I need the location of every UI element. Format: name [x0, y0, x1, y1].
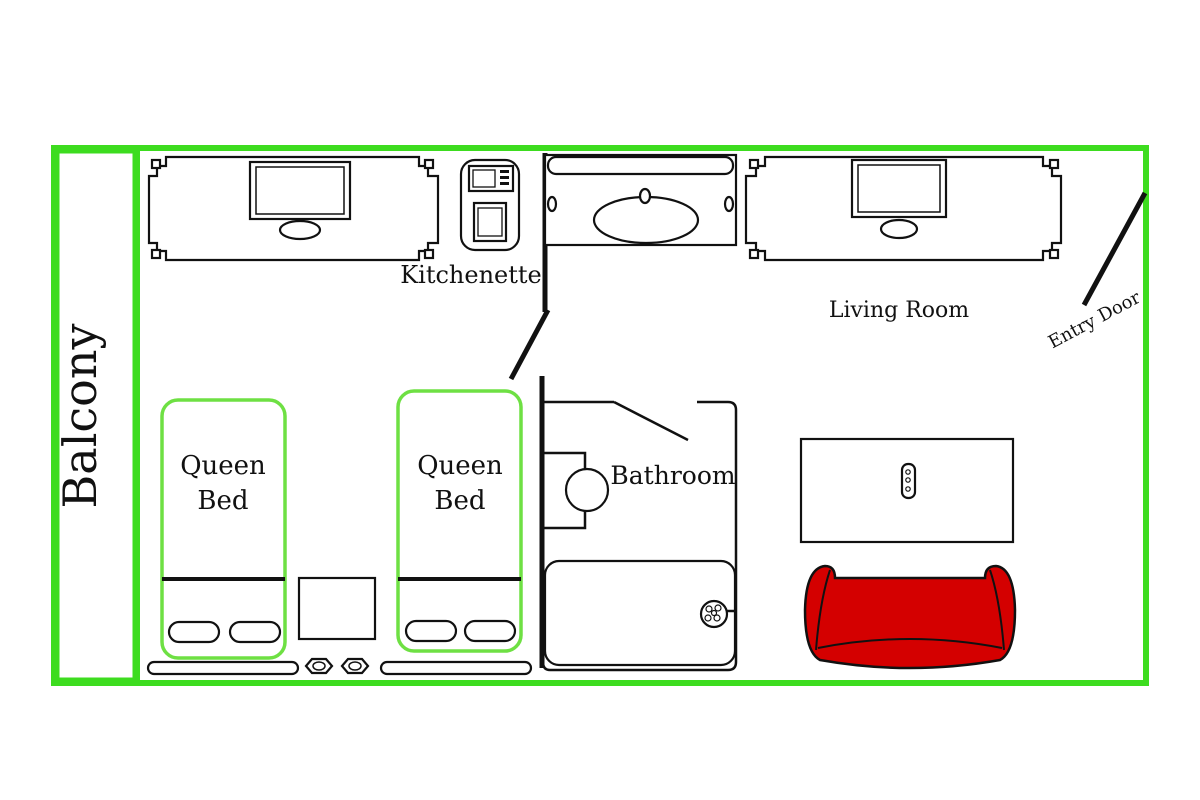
tv-icon [850, 158, 948, 240]
kitchenette-label: Kitchenette [400, 261, 542, 289]
lamp-icon [304, 657, 334, 675]
bathroom-room [541, 400, 738, 672]
queen-bed-2 [396, 389, 523, 653]
nightstand [297, 576, 377, 641]
shelf-right [379, 660, 533, 676]
bathtub-icon [543, 559, 737, 667]
queen-bed-1-label-line2: Bed [197, 486, 248, 516]
lamp-icon [340, 657, 370, 675]
sink-icon [543, 153, 738, 247]
outer-wall [51, 145, 1149, 686]
living-room-label: Living Room [829, 298, 969, 323]
queen-bed-2-label-line2: Bed [434, 486, 485, 516]
microwave-icon [459, 158, 521, 252]
sofa-icon [803, 564, 1017, 670]
shelf-left [146, 660, 300, 676]
queen-bed-2-label-line1: Queen [417, 451, 503, 481]
bathroom-door-swing [508, 308, 551, 381]
balcony-area [54, 148, 138, 683]
remote-icon [900, 462, 917, 500]
queen-bed-1 [160, 398, 287, 660]
tv-icon [248, 160, 352, 241]
queen-bed-1-label-line1: Queen [180, 451, 266, 481]
balcony-label: Balcony [53, 323, 107, 508]
entry-door[interactable] [1081, 191, 1148, 307]
bathroom-label: Bathroom [610, 461, 735, 490]
entry-door-label: Entry Door [1045, 287, 1145, 353]
bathroom-door[interactable] [613, 400, 689, 442]
toilet-icon [544, 451, 610, 530]
